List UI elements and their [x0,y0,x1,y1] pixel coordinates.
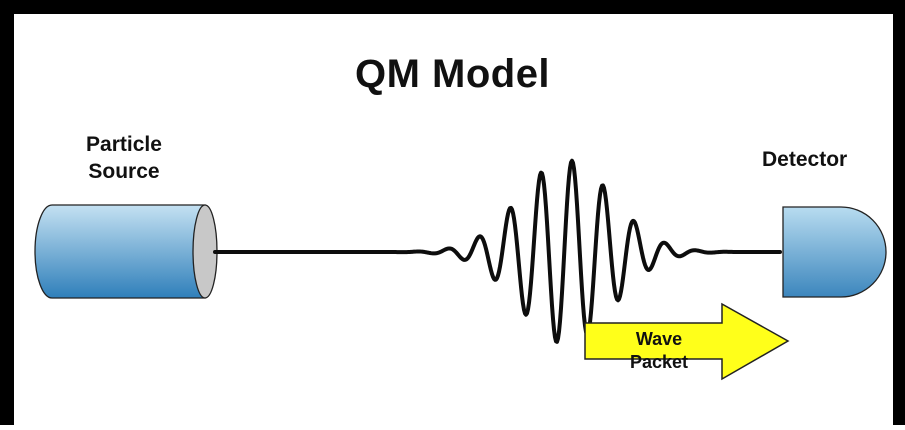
particle-source-label-line1: Particle [86,133,162,156]
wave-packet-label-line1: Wave [635,329,683,349]
wave-packet-arrow-icon [584,302,790,381]
particle-source-cylinder-icon [34,204,218,299]
wave-packet-label-line2: Packet [629,352,689,372]
detector-label: Detector [762,148,848,171]
frame-top [0,0,905,14]
diagram-title: QM Model [354,52,551,96]
frame-right [893,0,905,425]
frame-left [0,0,14,425]
particle-source-label: Particle Source [64,131,184,185]
particle-source-label-line2: Source [88,160,160,183]
wave-packet-label: Wave Packet [584,328,734,374]
wave-packet-line [213,158,782,344]
detector-icon [782,206,887,298]
